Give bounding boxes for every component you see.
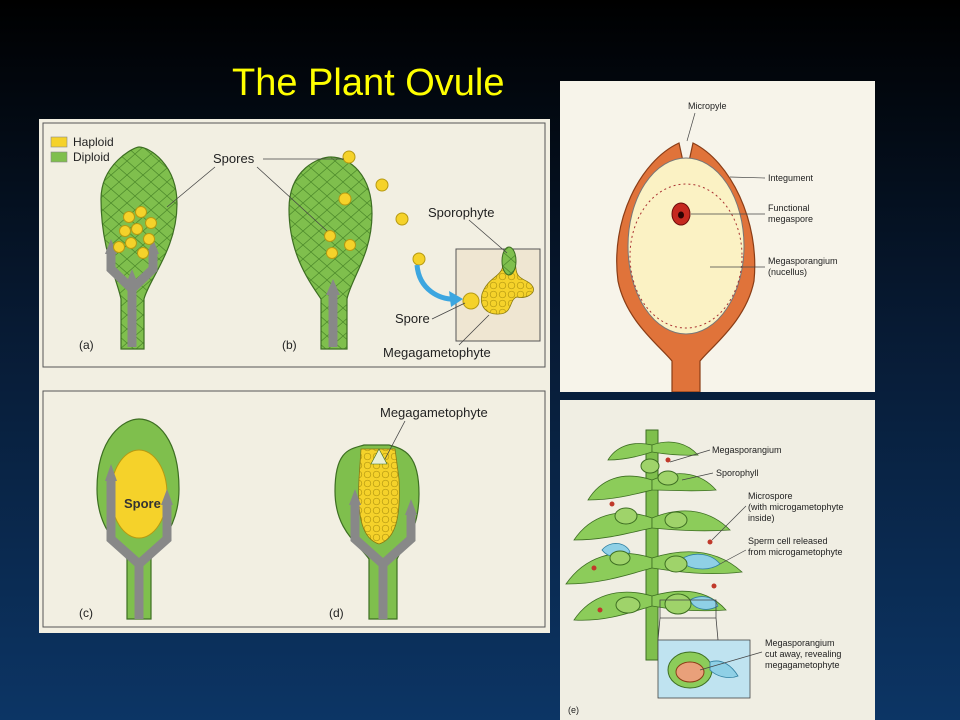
label-megasporangium-1: Megasporangium	[768, 256, 838, 266]
label-spore-c: Spore	[124, 496, 161, 511]
ovule-illustration	[616, 142, 756, 392]
stage-a-figure	[100, 146, 178, 350]
label-cutaway-1: Megasporangium	[765, 638, 835, 648]
panel-letter-e: (e)	[568, 705, 579, 715]
label-sperm-2: from microgametophyte	[748, 547, 843, 557]
diploid-swatch	[50, 151, 68, 163]
label-spore: Spore	[395, 311, 430, 326]
legend-haploid: Haploid	[73, 135, 114, 149]
label-sporophyll: Sporophyll	[716, 468, 759, 478]
label-cutaway-2: cut away, revealing	[765, 649, 841, 659]
stage-d-figure	[334, 444, 420, 620]
label-megagametophyte-b: Megagametophyte	[383, 345, 491, 360]
label-microspore-1: Microspore	[748, 491, 793, 501]
stage-c-figure: Spore	[96, 418, 180, 620]
sporophyll-plant-panel: Megasporangium Sporophyll Microspore (wi…	[560, 400, 875, 720]
label-spores: Spores	[213, 151, 255, 166]
ovule-section-panel: Micropyle Integument Functional megaspor…	[560, 81, 875, 392]
label-megasporangium-plant: Megasporangium	[712, 445, 782, 455]
label-integument: Integument	[768, 173, 814, 183]
label-microspore-2: (with microgametophyte	[748, 502, 844, 512]
label-megagametophyte-d: Megagametophyte	[380, 405, 488, 420]
label-sperm-1: Sperm cell released	[748, 536, 828, 546]
panel-letter-b: (b)	[282, 338, 297, 352]
slide-title: The Plant Ovule	[232, 62, 505, 104]
ovule-development-panel: Haploid Diploid Spores	[39, 119, 550, 633]
label-micropyle: Micropyle	[688, 101, 727, 111]
panel-letter-a: (a)	[79, 338, 94, 352]
gametophyte-inset	[414, 246, 541, 342]
label-functional-megaspore-1: Functional	[768, 203, 810, 213]
label-sporophyte: Sporophyte	[428, 205, 495, 220]
label-microspore-3: inside)	[748, 513, 775, 523]
legend: Haploid Diploid	[50, 135, 114, 164]
plant-illustration	[565, 429, 743, 661]
label-cutaway-3: megagametophyte	[765, 660, 840, 670]
panel-letter-c: (c)	[79, 606, 93, 620]
legend-diploid: Diploid	[73, 150, 110, 164]
label-functional-megaspore-2: megaspore	[768, 214, 813, 224]
panel-letter-d: (d)	[329, 606, 344, 620]
cutaway-inset	[657, 599, 751, 699]
haploid-swatch	[50, 136, 68, 148]
label-megasporangium-2: (nucellus)	[768, 267, 807, 277]
